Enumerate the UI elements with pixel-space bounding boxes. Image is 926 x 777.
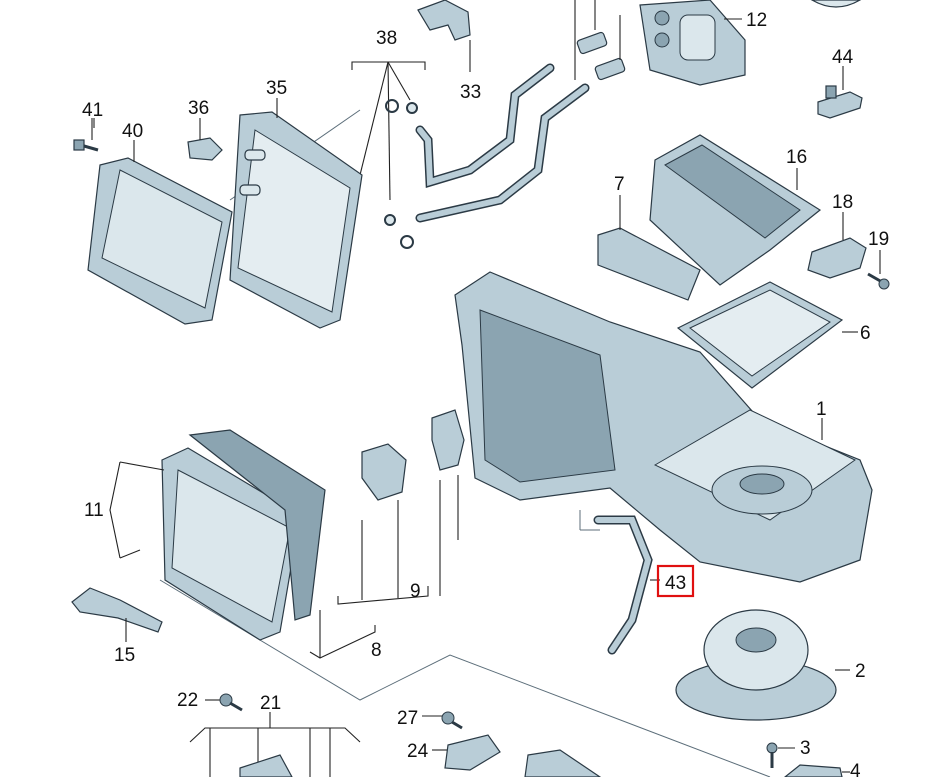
part-21-bracket-set bbox=[189, 712, 361, 777]
part-4-cover bbox=[784, 764, 850, 777]
part-refrigerant-lines bbox=[415, 63, 590, 223]
callout-21: 21 bbox=[260, 693, 281, 714]
part-43-hose bbox=[593, 515, 660, 655]
part-12-gasket bbox=[639, 0, 746, 86]
part-40-heater-core bbox=[87, 140, 233, 325]
part-top-cap bbox=[810, 0, 862, 8]
callout-36: 36 bbox=[188, 98, 209, 119]
part-3-screw bbox=[766, 742, 795, 768]
callout-8: 8 bbox=[371, 640, 382, 661]
callout-18: 18 bbox=[832, 192, 853, 213]
callout-19: 19 bbox=[868, 229, 889, 250]
part-11-frame bbox=[109, 429, 326, 641]
part-pipe-fittings bbox=[574, 0, 626, 81]
callout-2: 2 bbox=[855, 661, 866, 682]
callout-43: 43 bbox=[665, 573, 686, 594]
part-19-screw bbox=[867, 250, 890, 290]
part-8-bracket bbox=[309, 625, 376, 659]
part-1-main-housing bbox=[454, 271, 873, 583]
part-33-bracket bbox=[417, 0, 471, 72]
callout-22: 22 bbox=[177, 690, 198, 711]
part-41-screw bbox=[73, 118, 99, 152]
part-6-filter bbox=[676, 281, 858, 389]
callout-35: 35 bbox=[266, 78, 287, 99]
callout-33: 33 bbox=[460, 82, 481, 103]
callout-40: 40 bbox=[122, 121, 143, 142]
part-44-sensor bbox=[817, 66, 863, 119]
highlight-box-43 bbox=[656, 564, 695, 598]
part-27-screw bbox=[422, 711, 463, 730]
part-18-actuator bbox=[807, 212, 867, 279]
callout-27: 27 bbox=[397, 708, 418, 729]
callout-4: 4 bbox=[850, 761, 861, 777]
part-2-blower bbox=[675, 609, 850, 721]
part-36-bracket bbox=[187, 137, 223, 161]
callout-labels: 12 33 38 44 41 40 36 35 16 7 18 19 6 1 1… bbox=[82, 10, 889, 777]
callout-11: 11 bbox=[84, 500, 104, 521]
part-15-sensor bbox=[71, 587, 163, 642]
callout-9: 9 bbox=[410, 581, 421, 602]
part-16-housing bbox=[649, 134, 822, 286]
part-7-flap bbox=[597, 195, 701, 301]
callout-15: 15 bbox=[114, 645, 135, 666]
callout-1: 1 bbox=[816, 399, 827, 420]
callout-24: 24 bbox=[407, 741, 429, 762]
callout-44: 44 bbox=[832, 47, 854, 68]
part-9-expansion-valve bbox=[337, 409, 465, 605]
callout-6: 6 bbox=[860, 323, 871, 344]
part-22-screw bbox=[205, 693, 243, 712]
callout-16: 16 bbox=[786, 147, 807, 168]
callout-12: 12 bbox=[746, 10, 767, 31]
callout-41: 41 bbox=[82, 100, 103, 121]
callout-7: 7 bbox=[614, 174, 625, 195]
part-24-clip bbox=[432, 734, 602, 777]
part-38-clips bbox=[351, 61, 426, 249]
part-35-core bbox=[229, 98, 363, 329]
callout-3: 3 bbox=[800, 738, 811, 759]
callout-38: 38 bbox=[376, 28, 397, 49]
